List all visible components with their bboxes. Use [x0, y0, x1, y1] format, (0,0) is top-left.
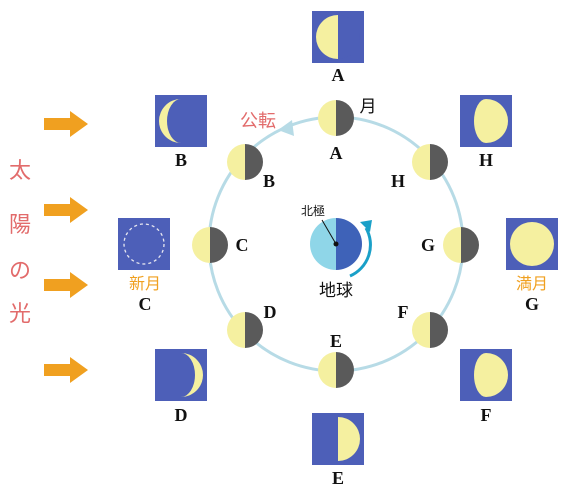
sunlight-arrow-2 [44, 197, 88, 223]
full-moon-label: 満月 [516, 274, 548, 293]
phase-box-c [118, 218, 170, 270]
sunlight-arrow-4 [44, 357, 88, 383]
rotation-arrowhead [360, 220, 372, 232]
phase-box-d [155, 349, 207, 401]
phase-box-e [312, 413, 364, 465]
sunlight-arrow-3 [44, 272, 88, 298]
orbit-label-a: A [330, 143, 343, 163]
rotation-arrow [349, 227, 372, 278]
sunlight-arrow-1 [44, 111, 88, 137]
phase-box-f [460, 349, 512, 401]
phase-label-e: E [332, 468, 344, 488]
orbit-moon-h [412, 144, 448, 180]
phase-label-h: H [479, 150, 493, 170]
orbit-direction-arrow [278, 120, 294, 136]
orbit-label-g: G [421, 235, 435, 255]
sunlight-label: 太 陽 の 光 [9, 159, 31, 327]
phase-box-b [155, 95, 207, 147]
orbit-moon-d [227, 312, 263, 348]
orbit-moon-g [443, 227, 479, 263]
phase-label-d: D [175, 405, 188, 425]
phase-label-a: A [332, 65, 345, 85]
phase-label-f: F [481, 405, 492, 425]
orbit-moon-f [412, 312, 448, 348]
earth-dark-half [336, 218, 362, 270]
phase-label-g: G [525, 294, 539, 314]
sunlight-char-4: 光 [9, 302, 31, 327]
phase-box-a [312, 11, 364, 63]
sunlight-char-3: の [9, 259, 31, 284]
orbit-label: 公転 [240, 111, 276, 132]
new-moon-label: 新月 [129, 274, 161, 293]
orbit-label-e: E [330, 331, 342, 351]
orbit-moon-b [227, 144, 263, 180]
sunlight-char-2: 陽 [9, 213, 31, 238]
sunlight-char-1: 太 [9, 159, 31, 184]
sunlight-arrows [44, 111, 88, 383]
phase-box-h [460, 95, 512, 147]
phase-box-g [506, 218, 558, 270]
orbit-moon-e [318, 352, 354, 388]
orbit-label-h: H [391, 171, 405, 191]
earth-label: 地球 [319, 281, 353, 301]
orbit-label-b: B [263, 171, 275, 191]
orbit-moon-c [192, 227, 228, 263]
phase-label-b: B [175, 150, 187, 170]
orbit-label-d: D [264, 302, 277, 322]
earth [310, 218, 362, 270]
orbit-moon-a [318, 100, 354, 136]
north-pole-pointer [321, 219, 337, 245]
moon-label: 月 [360, 97, 377, 117]
orbit-label-f: F [398, 302, 409, 322]
phase-label-c: C [139, 294, 152, 314]
orbit-label-c: C [236, 235, 249, 255]
earth-lit-half [310, 218, 336, 270]
north-pole-label: 北極 [301, 203, 325, 218]
